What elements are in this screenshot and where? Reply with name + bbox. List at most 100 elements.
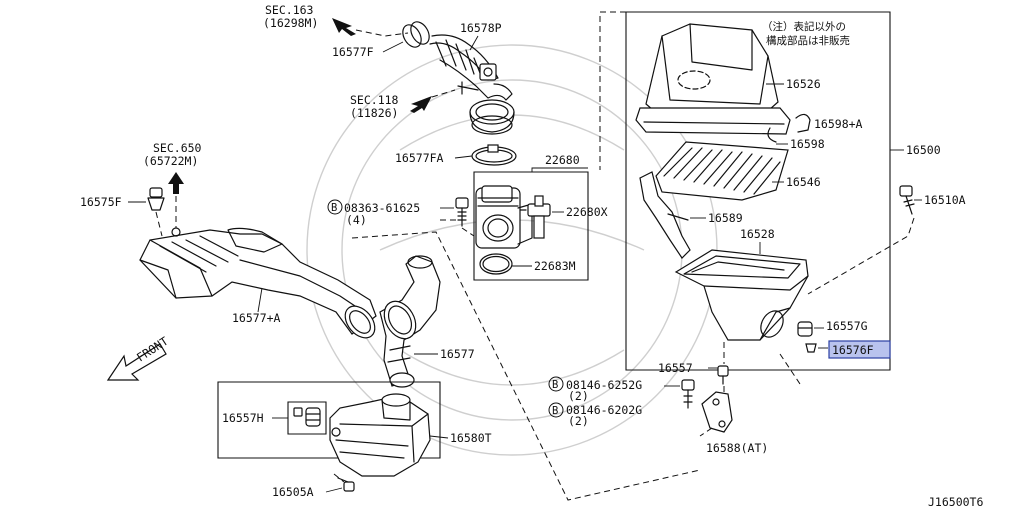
clip-16598-shape: [767, 113, 811, 143]
mass-air-flow-box: [473, 171, 589, 281]
bolt-16505A-shape: [337, 477, 355, 492]
intake-duct-16577A-shape: [139, 227, 377, 339]
svg-text:SEC.163: SEC.163: [265, 3, 314, 17]
callout-b-icon: B: [327, 199, 343, 215]
svg-text:16577+A: 16577+A: [232, 311, 281, 325]
svg-text:08146-6252G: 08146-6252G: [566, 378, 642, 392]
diagram-code: J16500T6: [928, 495, 983, 509]
svg-text:16577: 16577: [440, 347, 475, 361]
svg-text:(2): (2): [568, 414, 589, 428]
svg-text:22680: 22680: [545, 153, 580, 167]
part-16505A[interactable]: 16505A: [272, 485, 314, 499]
part-22680X[interactable]: 22680X: [566, 205, 608, 219]
svg-text:16577FA: 16577FA: [395, 151, 444, 165]
air-flow-meter-shape: [475, 185, 533, 275]
svg-text:16588(AT): 16588(AT): [706, 441, 768, 455]
svg-text:(2): (2): [568, 389, 589, 403]
svg-text:16577F: 16577F: [332, 45, 374, 59]
svg-text:16500: 16500: [906, 143, 941, 157]
svg-text:16580T: 16580T: [450, 431, 492, 445]
filter-16546-shape: [655, 141, 789, 201]
sec-163-ref[interactable]: SEC.163 (16298M): [263, 3, 318, 30]
part-16598A[interactable]: 16598+A: [814, 117, 863, 131]
svg-text:16557G: 16557G: [826, 319, 868, 333]
note-text: （注）表記以外の 構成部品は非販売: [762, 20, 850, 47]
svg-text:(11826): (11826): [350, 106, 398, 120]
part-16557[interactable]: 16557: [658, 361, 693, 375]
grommet-16557H-shape: [293, 407, 321, 427]
part-16500[interactable]: 16500: [906, 143, 941, 157]
bolt-16510A-shape: [899, 185, 915, 215]
clamp-16577FA-shape: [471, 144, 517, 166]
grommet-16557G-shape: [797, 321, 813, 337]
sec-118-ref[interactable]: SEC.118 (11826): [350, 93, 399, 120]
part-16510A[interactable]: 16510A: [924, 193, 966, 207]
part-22683M[interactable]: 22683M: [534, 259, 576, 273]
part-16580T[interactable]: 16580T: [450, 431, 492, 445]
part-16576F[interactable]: 16576F: [832, 343, 874, 357]
svg-text:(16298M): (16298M): [263, 16, 318, 30]
lower-case-16528-shape: [674, 249, 809, 341]
svg-text:08363-61625: 08363-61625: [344, 201, 420, 215]
svg-text:SEC.650: SEC.650: [153, 141, 202, 155]
svg-text:16557H: 16557H: [222, 411, 264, 425]
svg-text:B: B: [552, 379, 558, 391]
grommet-inset-box: [287, 401, 327, 435]
sensor-22680X-shape: [519, 195, 551, 239]
part-16577F[interactable]: 16577F: [332, 45, 374, 59]
part-16526[interactable]: 16526: [786, 77, 821, 91]
part-16589[interactable]: 16589: [708, 211, 743, 225]
svg-text:16598+A: 16598+A: [814, 117, 863, 131]
svg-text:16546: 16546: [786, 175, 821, 189]
svg-text:16505A: 16505A: [272, 485, 314, 499]
svg-text:22680X: 22680X: [566, 205, 608, 219]
part-16528[interactable]: 16528: [740, 227, 775, 241]
part-16557G[interactable]: 16557G: [826, 319, 868, 333]
part-16575F[interactable]: 16575F: [80, 195, 122, 209]
resonator-16580T-shape: [329, 393, 431, 477]
part-16577FA[interactable]: 16577FA: [395, 151, 444, 165]
part-16546[interactable]: 16546: [786, 175, 821, 189]
part-22680[interactable]: 22680: [545, 153, 580, 167]
svg-text:(65722M): (65722M): [143, 154, 198, 168]
front-arrow-icon: [106, 343, 167, 381]
bolt-08146-shape: [681, 379, 695, 409]
bracket-16589-shape: [639, 171, 691, 259]
svg-text:SEC.118: SEC.118: [350, 93, 399, 107]
callout-b-icon: B: [548, 402, 564, 418]
svg-text:08146-6202G: 08146-6202G: [566, 403, 642, 417]
part-16578P[interactable]: 16578P: [460, 21, 502, 35]
arrow-icon: [410, 96, 432, 113]
svg-text:(4): (4): [346, 213, 367, 227]
svg-text:B: B: [331, 202, 337, 214]
pin-16576F-shape: [805, 343, 817, 353]
svg-text:16576F: 16576F: [832, 343, 874, 357]
part-08146-6252G[interactable]: 08146-6252G (2): [566, 378, 642, 403]
clip-16575F-shape: [147, 187, 165, 211]
svg-text:16589: 16589: [708, 211, 743, 225]
part-08363-61625[interactable]: 08363-61625 (4): [344, 201, 420, 227]
svg-text:（注）表記以外の: （注）表記以外の: [762, 20, 846, 33]
svg-text:B: B: [552, 405, 558, 417]
svg-text:16528: 16528: [740, 227, 775, 241]
part-16557H[interactable]: 16557H: [222, 411, 264, 425]
svg-text:16557: 16557: [658, 361, 693, 375]
svg-text:16510A: 16510A: [924, 193, 966, 207]
part-08146-6202G[interactable]: 08146-6202G (2): [566, 403, 642, 428]
svg-text:構成部品は非販売: 構成部品は非販売: [766, 34, 850, 47]
svg-text:16526: 16526: [786, 77, 821, 91]
part-16577A[interactable]: 16577+A: [232, 311, 281, 325]
arrow-icon: [168, 172, 184, 194]
air-cleaner-assembly-box: [625, 11, 891, 371]
svg-text:16578P: 16578P: [460, 21, 502, 35]
part-16577[interactable]: 16577: [440, 347, 475, 361]
part-16588AT[interactable]: 16588(AT): [706, 441, 768, 455]
bolt-08363-shape: [455, 197, 469, 227]
intake-duct-upper: [402, 21, 515, 135]
callout-b-icon: B: [548, 376, 564, 392]
sec-650-ref[interactable]: SEC.650 (65722M): [143, 141, 202, 168]
part-16598[interactable]: 16598: [790, 137, 825, 151]
svg-text:J16500T6: J16500T6: [928, 495, 983, 509]
arrow-icon: [332, 18, 356, 36]
